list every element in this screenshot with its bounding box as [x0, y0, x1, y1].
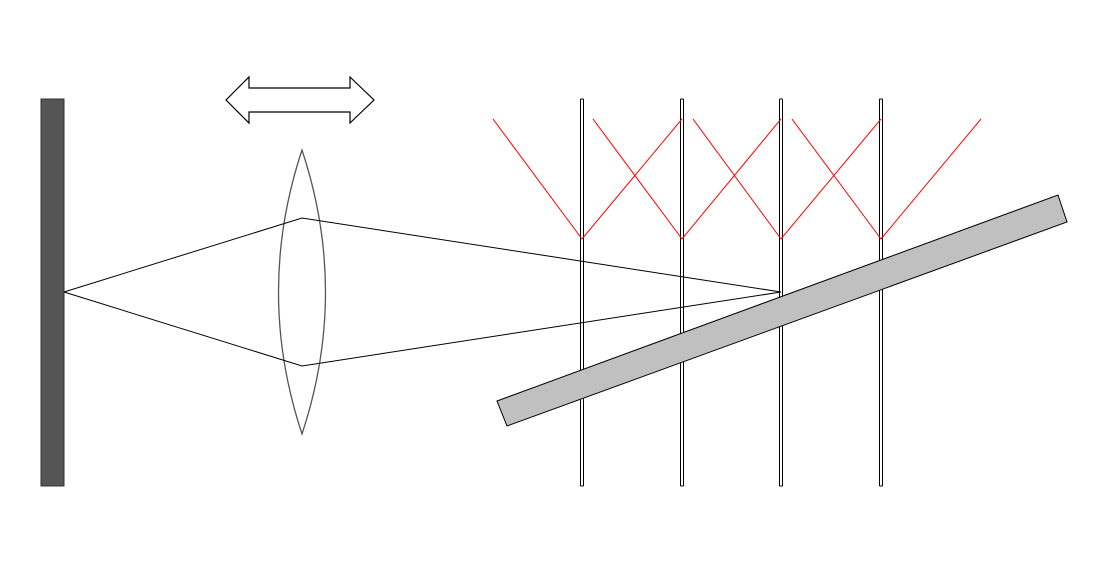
double-arrow-icon [225, 75, 375, 125]
convex-lens [277, 147, 327, 437]
screen [40, 98, 65, 487]
glass-plate [779, 98, 783, 487]
reflected-rays [492, 118, 982, 240]
ray-upper [63, 217, 782, 293]
reflection-v [592, 118, 782, 240]
inclined-glass-plate [496, 194, 1068, 427]
glass-plate [879, 98, 883, 487]
reflection-v [492, 118, 683, 240]
reflection-v [692, 118, 882, 240]
glass-plate [680, 98, 684, 487]
glass-plate [580, 98, 584, 487]
ray-lower [63, 291, 782, 367]
reflection-v [791, 118, 982, 240]
glass-plate-stack [580, 98, 883, 487]
